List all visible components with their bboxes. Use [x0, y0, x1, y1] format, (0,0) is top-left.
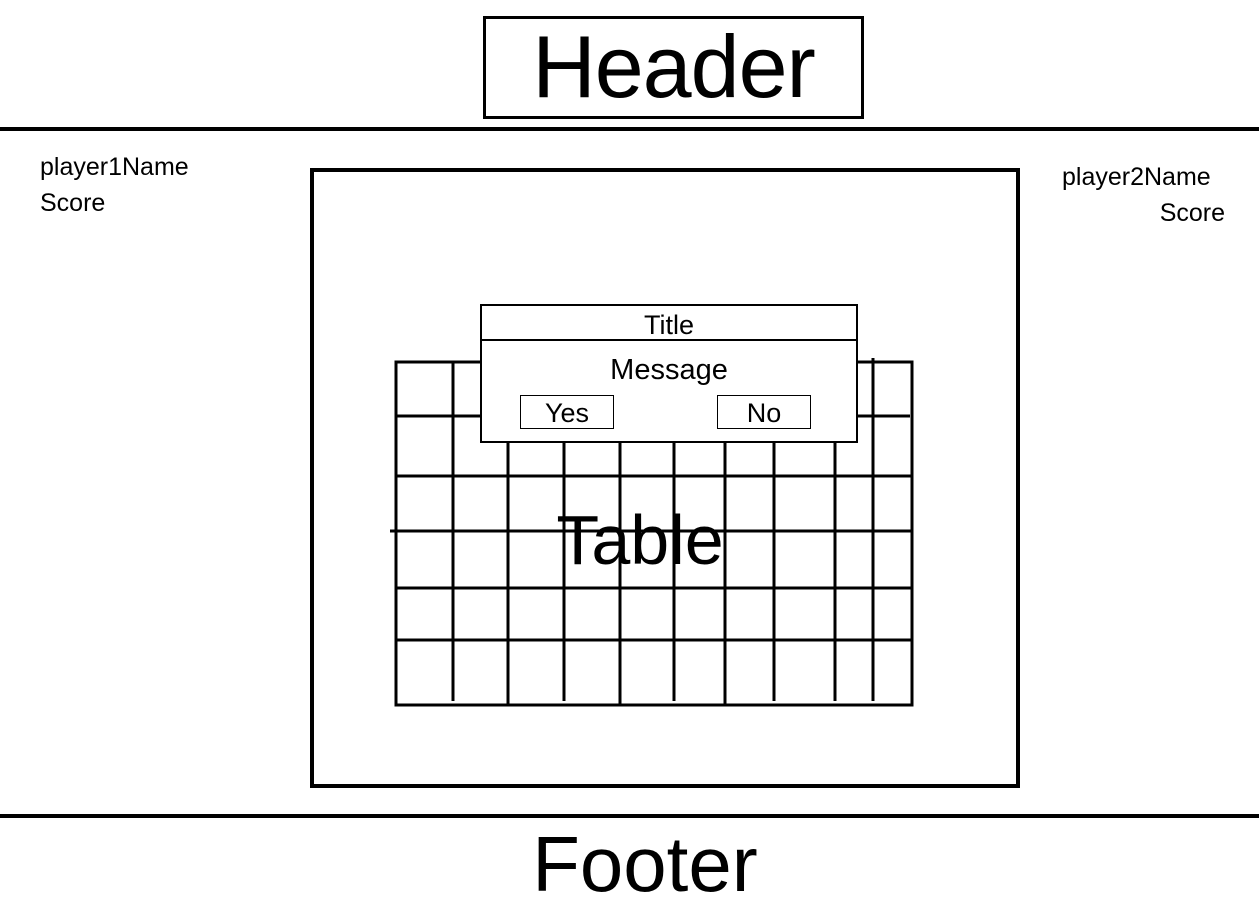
header-box: Header: [483, 16, 864, 119]
player2-name: player2Name: [1062, 163, 1211, 191]
footer-divider: [0, 814, 1259, 818]
dialog-title: Title: [482, 306, 856, 341]
header-divider: [0, 127, 1259, 131]
table-label: Table: [556, 501, 724, 579]
player2-score: Score: [1159, 199, 1225, 227]
player2-panel: player2Name Score: [1062, 159, 1237, 231]
header-text: Header: [532, 17, 816, 116]
player1-panel: player1Name Score: [40, 149, 189, 221]
player1-score: Score: [40, 189, 106, 217]
yes-button[interactable]: Yes: [520, 395, 614, 429]
dialog-message: Message: [610, 354, 728, 386]
confirm-dialog: Title Message Yes No: [480, 304, 858, 443]
game-board-frame: [310, 168, 1020, 788]
no-button[interactable]: No: [717, 395, 811, 429]
player1-name: player1Name: [40, 153, 189, 181]
footer-text: Footer: [532, 820, 758, 908]
